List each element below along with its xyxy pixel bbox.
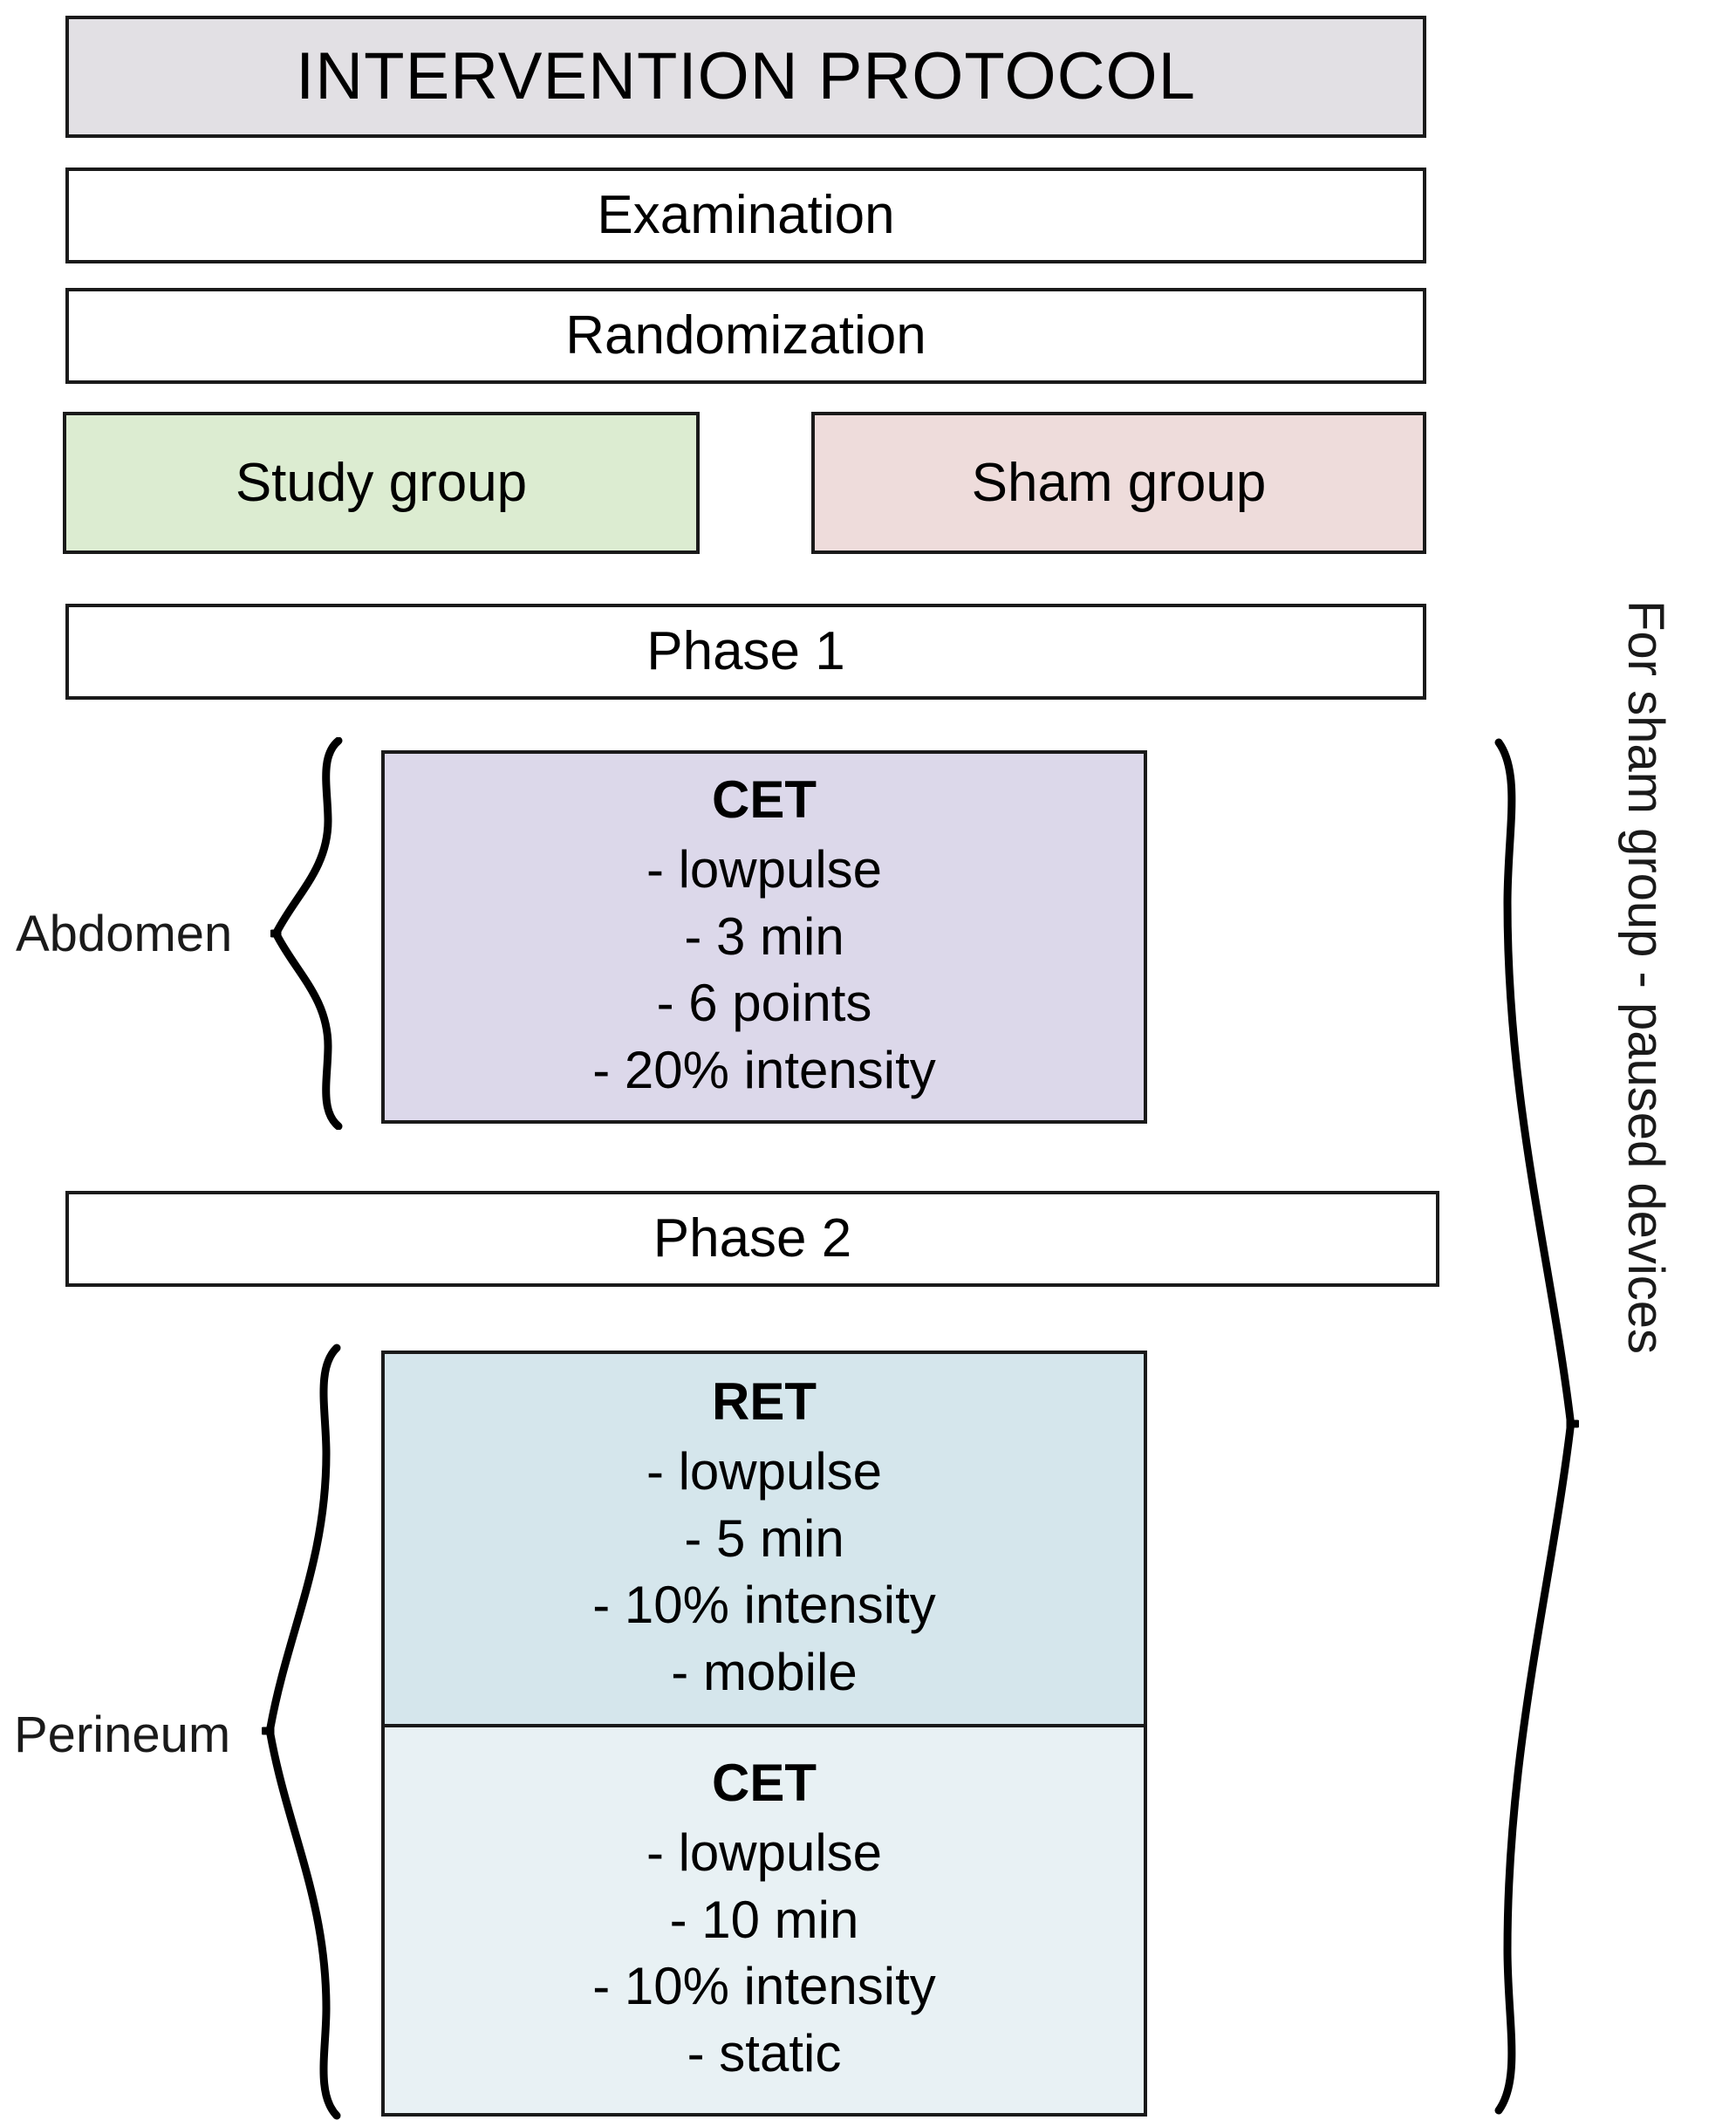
treatment-perineum-ret-line-1: - lowpulse [646,1441,883,1501]
step-examination-label: Examination [597,185,895,246]
step-examination-box: Examination [65,168,1426,263]
treatment-perineum-ret-line-2: - 5 min [684,1508,844,1568]
treatment-abdomen-cet-box: CET - lowpulse - 3 min - 6 points - 20% … [381,750,1147,1124]
group-sham-label: Sham group [971,452,1267,513]
treatment-perineum-cet-line-3: - 10% intensity [592,1957,936,2016]
treatment-perineum-cet-line-4: - static [687,2024,842,2083]
sham-group-brace-icon [1483,737,1579,2116]
treatment-abdomen-cet-content: CET - lowpulse - 3 min - 6 points - 20% … [385,769,1144,1104]
treatment-perineum-cet-box: CET - lowpulse - 10 min - 10% intensity … [381,1724,1147,2117]
sham-group-note: For sham group - paused devices [1617,600,1674,1354]
treatment-abdomen-cet-line-3: - 6 points [656,974,872,1033]
step-randomization-label: Randomization [565,305,926,366]
phase-1-label: Phase 1 [646,621,845,682]
diagram-title-box: INTERVENTION PROTOCOL [65,16,1426,138]
treatment-abdomen-cet-line-1: - lowpulse [646,839,883,899]
phase-2-label: Phase 2 [653,1208,852,1269]
treatment-perineum-cet-content: CET - lowpulse - 10 min - 10% intensity … [385,1753,1144,2088]
perineum-brace-icon [262,1344,349,2120]
treatment-perineum-cet-name: CET [712,1754,817,1812]
step-randomization-box: Randomization [65,288,1426,384]
treatment-perineum-ret-line-4: - mobile [671,1643,858,1702]
treatment-perineum-ret-name: RET [712,1372,817,1431]
region-label-perineum: Perineum [14,1706,231,1763]
phase-1-box: Phase 1 [65,604,1426,700]
treatment-perineum-ret-content: RET - lowpulse - 5 min - 10% intensity -… [385,1371,1144,1706]
treatment-perineum-ret-box: RET - lowpulse - 5 min - 10% intensity -… [381,1351,1147,1724]
treatment-perineum-cet-line-1: - lowpulse [646,1823,883,1882]
treatment-perineum-cet-line-2: - 10 min [669,1890,859,1949]
region-label-abdomen: Abdomen [16,906,233,962]
diagram-title-text: INTERVENTION PROTOCOL [296,39,1196,114]
group-sham-box: Sham group [811,412,1426,554]
group-study-label: Study group [235,452,528,513]
abdomen-brace-icon [270,737,349,1130]
treatment-perineum-ret-line-3: - 10% intensity [592,1576,936,1635]
treatment-abdomen-cet-line-2: - 3 min [684,906,844,966]
phase-2-box: Phase 2 [65,1191,1439,1287]
treatment-abdomen-cet-line-4: - 20% intensity [592,1041,936,1100]
group-study-box: Study group [63,412,700,554]
treatment-abdomen-cet-name: CET [712,770,817,829]
